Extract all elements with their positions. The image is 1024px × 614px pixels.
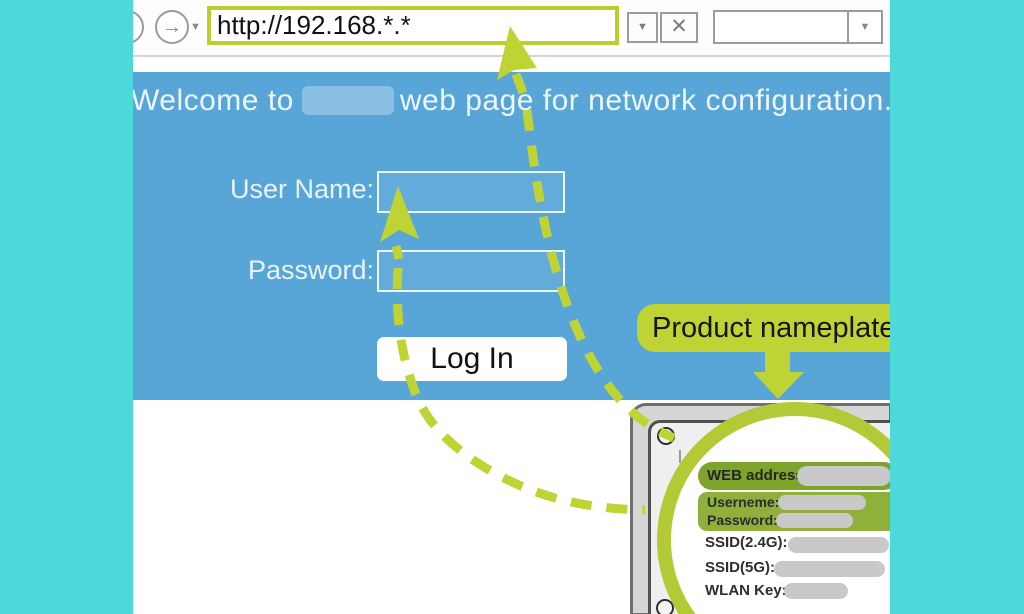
screw-hole-bottom-icon (656, 599, 674, 614)
back-icon[interactable]: ← (133, 10, 144, 44)
login-button[interactable]: Log In (377, 337, 567, 381)
search-box[interactable]: ▼ (713, 10, 883, 44)
nameplate-password-label: Password: (707, 512, 778, 528)
redacted-brand-name (301, 86, 394, 115)
nameplate-username-value-pill (778, 495, 866, 510)
web-address-value-pill (797, 466, 890, 486)
browser-toolbar: ← → ▼ ▼ ✕ ▼ (133, 0, 890, 57)
nameplate-row-web-address: WEB address: (698, 462, 890, 490)
username-input[interactable] (379, 173, 563, 211)
password-label: Password: (247, 255, 374, 285)
search-input[interactable] (715, 12, 847, 42)
web-address-label: WEB address: (707, 467, 809, 484)
welcome-suffix: web page for network configuration. (399, 84, 890, 117)
wlan-key-value-pill (784, 583, 848, 599)
address-dropdown-icon[interactable]: ▼ (627, 12, 658, 43)
username-label: User Name: (229, 174, 374, 204)
product-nameplate-callout: Product nameplate (637, 304, 890, 352)
ssid-24g-value-pill (788, 537, 889, 553)
forward-icon[interactable]: → (155, 10, 189, 44)
ssid-5g-value-pill (774, 561, 885, 577)
search-dropdown-icon[interactable]: ▼ (847, 12, 881, 42)
nameplate-credentials-block: Userneme: Password: (698, 492, 890, 531)
wlan-key-label: WLAN Key: (705, 582, 787, 599)
stop-icon[interactable]: ✕ (660, 12, 698, 43)
address-bar[interactable] (207, 6, 619, 45)
password-input[interactable] (379, 252, 563, 290)
ssid-5g-label: SSID(5G): (705, 559, 776, 576)
nameplate-username-label: Userneme: (707, 494, 780, 510)
username-field[interactable] (377, 171, 565, 213)
ssid-24g-label: SSID(2.4G): (705, 534, 788, 551)
nameplate-password-value-pill (776, 513, 853, 528)
welcome-prefix: Welcome to (133, 84, 294, 117)
nav-dropdown-icon[interactable]: ▼ (190, 21, 201, 33)
password-field[interactable] (377, 250, 565, 292)
address-input[interactable] (211, 10, 615, 41)
panel-tick-mark (679, 450, 681, 463)
welcome-text: Welcome to web page for network configura… (133, 84, 890, 118)
screenshot-content: ← → ▼ ▼ ✕ ▼ Welcome to web page for netwo… (133, 0, 890, 614)
screw-hole-top-icon (657, 427, 675, 445)
